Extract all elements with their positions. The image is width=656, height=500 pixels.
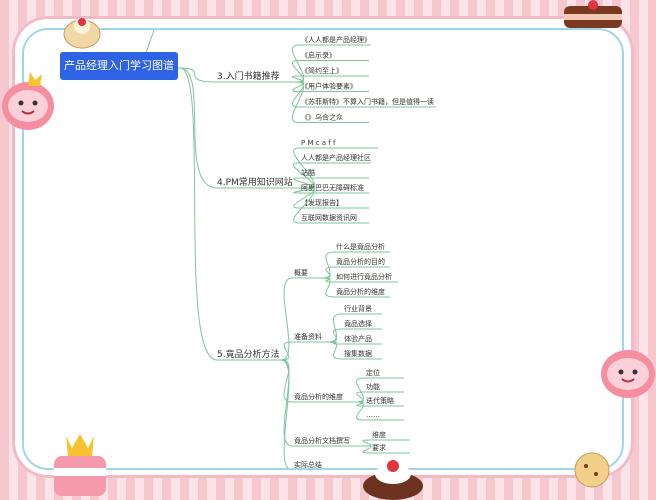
subchild-label[interactable]: 如何进行竟品分析 (336, 272, 392, 281)
subchild-connector (355, 377, 365, 403)
branch-label[interactable]: 4.PM常用知识网站 (217, 176, 293, 188)
subchild-connector (327, 313, 343, 343)
cookie-icon (574, 452, 610, 488)
mindmap-canvas: 3.入门书籍推荐 4.PM常用知识网站 5.竟品分析方法 《人人都是产品经理》《启示录… (22, 28, 624, 470)
subchild-label[interactable]: 竟品分析的维度 (336, 287, 385, 296)
subchild-label[interactable]: 行业背景 (344, 304, 372, 313)
group-label[interactable]: 竟品分析的维度 (294, 392, 343, 401)
child-label[interactable]: 《人人都是产品经理》 (301, 35, 371, 44)
group-label[interactable]: 准备资料 (294, 332, 322, 341)
subchild-label[interactable]: 什么是竟品分析 (336, 242, 385, 251)
crowned-cake-icon (54, 434, 106, 496)
root-node[interactable]: 产品经理入门学习图谱 (60, 52, 178, 80)
branch-label[interactable]: 5.竟品分析方法 (217, 348, 280, 360)
group-label[interactable]: 概要 (294, 268, 308, 277)
child-label[interactable]: 阿里巴巴无障碍标准 (301, 183, 364, 192)
child-label[interactable]: 站酷 (301, 168, 315, 177)
child-connector (293, 187, 315, 224)
mindmap-svg: 3.入门书籍推荐 4.PM常用知识网站 5.竟品分析方法 《人人都是产品经理》《启示录… (145, 30, 436, 469)
child-label[interactable]: 《用户体验要素》 (301, 82, 357, 91)
child-label[interactable]: 《简约至上》 (301, 66, 343, 75)
macaron-face-icon (2, 72, 54, 130)
subchild-label[interactable]: 迭代策略 (366, 396, 394, 405)
branch-connector (179, 67, 218, 189)
child-label[interactable]: 《启示录》 (301, 51, 336, 60)
branch-label[interactable]: 3.入门书籍推荐 (217, 70, 280, 82)
group-connector (280, 359, 293, 403)
subchild-label[interactable]: 定位 (366, 368, 380, 377)
subchild-connector (355, 401, 365, 421)
subchild-connector (321, 251, 335, 279)
group-connector (280, 277, 293, 361)
child-label[interactable]: 【发现报告】 (301, 198, 343, 207)
subchild-label[interactable]: 功能 (366, 382, 380, 391)
group-label[interactable]: 竟品分析文档撰写 (294, 436, 350, 445)
subchild-connector (321, 277, 335, 298)
chocolate-cake-icon (363, 460, 423, 500)
subchild-label[interactable]: 搜集数据 (344, 349, 372, 358)
child-label[interactable]: 互联网数据资讯网 (301, 213, 357, 222)
child-connector (293, 162, 315, 189)
subchild-connector (362, 445, 372, 454)
child-label[interactable]: 人人都是产品经理社区 (301, 153, 371, 162)
group-label[interactable]: 实际总结 (294, 460, 322, 469)
child-label[interactable]: 《苏菲斯特》不算入门书籍，但是值得一读 (301, 97, 434, 106)
subchild-connector (327, 341, 343, 360)
group-connector (280, 359, 290, 468)
child-connector (292, 81, 304, 123)
group-connector (280, 341, 293, 361)
macaron-face-icon (601, 350, 655, 398)
subchild-label[interactable]: …… (366, 411, 380, 419)
chocolate-cake-icon (564, 0, 622, 28)
subchild-connector (362, 439, 372, 447)
branch-connector (179, 67, 218, 83)
subchild-label[interactable]: 竟品选择 (344, 319, 372, 328)
subchild-label[interactable]: 体验产品 (344, 334, 372, 343)
subchild-label[interactable]: 维度 (372, 430, 386, 439)
subchild-label[interactable]: 要求 (372, 443, 386, 452)
child-label[interactable]: 《》乌合之众 (301, 113, 343, 122)
subchild-label[interactable]: 竟品分析的目的 (336, 257, 385, 266)
branch-connector (179, 67, 218, 361)
child-label[interactable]: P M c a f f (301, 139, 336, 147)
cupcake-icon (63, 18, 101, 49)
group-connector (280, 359, 293, 447)
